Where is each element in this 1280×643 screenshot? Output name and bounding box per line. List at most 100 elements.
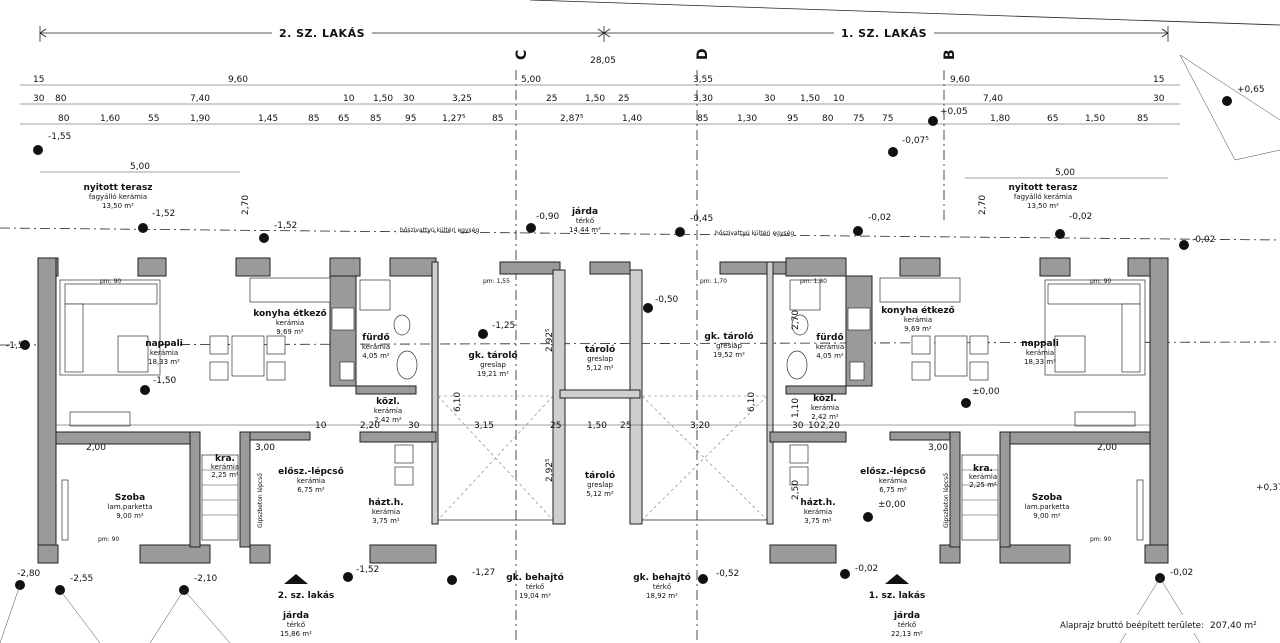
plan-label: járda — [282, 611, 309, 621]
plan-label: 30 — [408, 421, 420, 431]
plan-label: kerámia — [816, 343, 844, 351]
plan-label: fagyálló kerámia — [1014, 193, 1072, 201]
plan-label: kerámia — [362, 343, 390, 351]
plan-label: 18,33 m² — [148, 358, 180, 366]
plan-label: fürdő — [362, 333, 389, 343]
plan-label: 30 — [1153, 94, 1165, 104]
plan-label: 30 — [33, 94, 45, 104]
plan-label: 2,20 — [820, 421, 840, 431]
plan-label: 2,70 — [241, 195, 251, 215]
plan-label: 6,10 — [747, 392, 757, 412]
plan-label: 2,00 — [1097, 443, 1117, 453]
plan-label: kerámia — [211, 463, 239, 471]
plan-label: fürdő — [816, 333, 843, 343]
plan-label: konyha étkező — [253, 308, 327, 319]
plan-label: lam.parketta — [108, 503, 153, 511]
plan-label: 85 — [308, 114, 319, 124]
plan-label: gk. tároló — [704, 331, 753, 342]
plan-label: 3,00 — [255, 443, 275, 453]
plan-label: 2,25 m² — [211, 471, 239, 479]
room-kozl-left: közl. kerámia 2,42 m² — [374, 397, 402, 424]
plan-label: 3,20 — [690, 421, 710, 431]
plan-label: +0,65 — [1237, 85, 1265, 95]
plan-label: 15 — [33, 75, 44, 85]
note-hoszivattyu-left: hőszivattyú kültéri egység — [400, 227, 479, 234]
plan-label: 2,50 — [791, 480, 801, 500]
plan-label: +0,37 — [1256, 483, 1280, 493]
plan-label: 7,40 — [983, 94, 1003, 104]
plan-label: 65 — [1047, 114, 1058, 124]
plan-label: járda — [893, 611, 920, 621]
note-pm-4: pm: 90 — [1090, 536, 1111, 543]
room-jarda-bottom-right: járda térkő 22,13 m² — [891, 611, 923, 638]
plan-label: 3,15 — [474, 421, 494, 431]
room-kra-left: kra. kerámia 2,25 m² — [211, 454, 239, 479]
plan-label: házt.h. — [800, 498, 835, 508]
plan-label: -0,07⁵ — [902, 136, 929, 146]
room-kra-right: kra. kerámia 2,25 m² — [969, 464, 997, 489]
plan-label: nappali — [145, 339, 183, 349]
grid-label-b: B — [942, 49, 958, 60]
plan-label: 9,00 m² — [116, 512, 144, 520]
plan-label: 3,00 — [928, 443, 948, 453]
plan-label: 80 — [55, 94, 67, 104]
footer-area-label: Alaprajz bruttó beépített területe: — [1060, 620, 1204, 631]
plan-label: 30 — [403, 94, 415, 104]
apt2-title: 2. SZ. LAKÁS — [279, 27, 365, 40]
plan-label: +0,05 — [940, 107, 968, 117]
note-lepcso-left: Gipszbeton lépcső — [257, 473, 264, 528]
plan-label: kerámia — [374, 407, 402, 415]
note-pm-3: pm: 90 — [98, 536, 119, 543]
plan-label: 10 — [808, 421, 820, 431]
plan-label: -1,27 — [472, 568, 495, 578]
plan-label: 5,00 — [130, 162, 150, 172]
plan-label: ±0,00 — [972, 387, 1000, 397]
plan-label: 5,00 — [521, 75, 541, 85]
plan-label: térkő — [287, 620, 305, 629]
room-terasz-right: nyitott terasz fagyálló kerámia 13,50 m² — [1008, 183, 1077, 210]
plan-label: -1,50 — [153, 376, 177, 386]
plan-label: közl. — [813, 394, 837, 404]
plan-label: térkő — [526, 582, 544, 591]
plan-label: 19,04 m² — [519, 592, 551, 600]
plan-label: greslap — [480, 361, 506, 369]
plan-label: 75 — [882, 114, 893, 124]
plan-label: Szoba — [1032, 493, 1062, 503]
plan-label: közl. — [376, 397, 400, 407]
plan-label: 1,45 — [258, 114, 278, 124]
plan-label: -0,45 — [690, 214, 713, 224]
plan-label: járda — [571, 207, 598, 217]
plan-label: 3,55 — [693, 75, 713, 85]
plan-label: 2,25 m² — [969, 481, 997, 489]
plan-label: 15 — [1153, 75, 1164, 85]
plan-label: 3,25 — [452, 94, 472, 104]
plan-label: nyitott terasz — [83, 183, 152, 193]
room-haztl-right: házt.h. kerámia 3,75 m² — [800, 498, 835, 525]
entrance-label-apt2: 2. sz. lakás — [278, 591, 335, 601]
plan-label: 2,42 m² — [811, 413, 839, 421]
plan-label: 3,75 m² — [804, 517, 832, 525]
plan-label: 1,40 — [622, 114, 642, 124]
entrance-arrow-apt2 — [284, 574, 308, 584]
note-hoszivattyu-right: hőszivattyú kültéri egység — [715, 230, 794, 237]
plan-label: 1,50 — [585, 94, 605, 104]
plan-label: 85 — [370, 114, 381, 124]
plan-label: 1,50 — [1085, 114, 1105, 124]
plan-label: gk. behajtó — [633, 572, 691, 583]
plan-label: térkő — [576, 216, 594, 225]
plan-label: 10 — [343, 94, 355, 104]
plan-label: greslap — [587, 355, 613, 363]
plan-label: 30 — [764, 94, 776, 104]
plan-label: 19,21 m² — [477, 370, 509, 378]
garage-door-diagonals — [437, 395, 768, 521]
plan-label: nyitott terasz — [1008, 183, 1077, 193]
plan-label: 75 — [853, 114, 864, 124]
plan-label: tároló — [585, 470, 615, 481]
apt1-title: 1. SZ. LAKÁS — [841, 27, 927, 40]
plan-label: 18,92 m² — [646, 592, 678, 600]
grid-label-d: D — [695, 48, 711, 60]
plan-label: kra. — [973, 464, 993, 474]
plan-label: 13,50 m² — [102, 202, 134, 210]
plan-label: -0,02 — [1192, 235, 1215, 245]
plan-label: kerámia — [804, 508, 832, 516]
